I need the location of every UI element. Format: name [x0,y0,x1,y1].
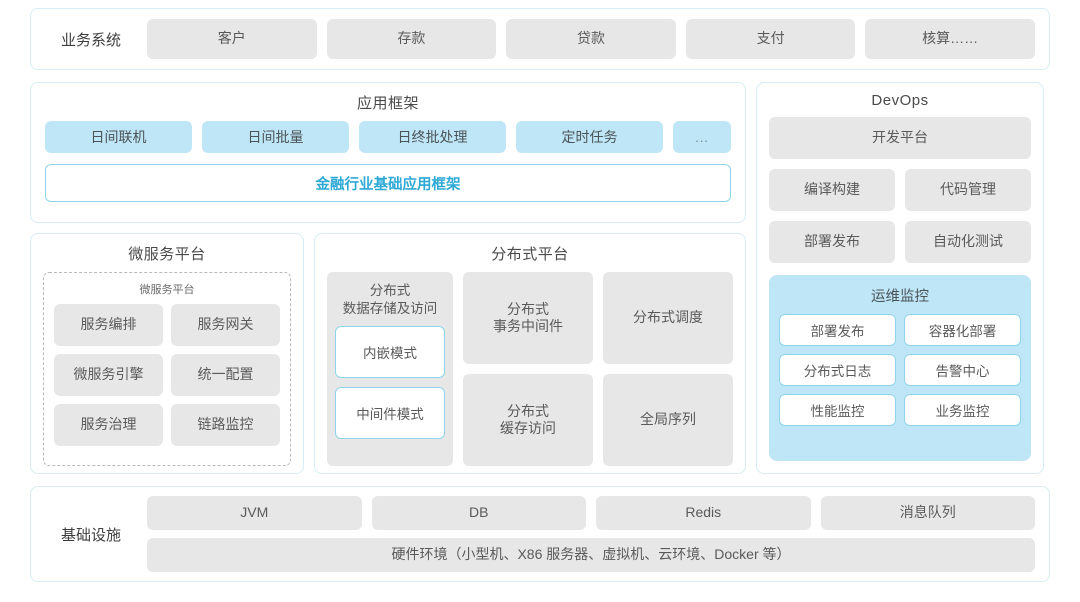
ops-item-rongqihua-bushu[interactable]: 容器化部署 [904,314,1021,346]
microservice-platform-title: 微服务平台 [128,246,206,263]
microservice-item-tongyi-peizhi[interactable]: 统一配置 [171,354,280,396]
distributed-storage-card[interactable]: 分布式 数据存储及访问 内嵌模式 中间件模式 [327,272,453,466]
infrastructure-item-db[interactable]: DB [371,496,586,530]
ops-item-gaojing-zhongxin[interactable]: 告警中心 [904,354,1021,386]
microservice-item-fuwu-bianpai[interactable]: 服务编排 [54,304,163,346]
lower-platforms-row: 微服务平台 微服务平台 服务编排 服务网关 微服务引擎 统一配置 服务治理 链路… [30,233,746,474]
app-framework-chip-row: 日间联机 日间批量 日终批处理 定时任务 ... [45,121,731,153]
distributed-mode-embedded[interactable]: 内嵌模式 [335,326,445,379]
microservice-inner-box: 微服务平台 服务编排 服务网关 微服务引擎 统一配置 服务治理 链路监控 [43,272,291,466]
finance-base-framework-bar[interactable]: 金融行业基础应用框架 [45,164,731,202]
app-chip-rijian-lianji[interactable]: 日间联机 [45,121,192,153]
microservice-platform-panel: 微服务平台 微服务平台 服务编排 服务网关 微服务引擎 统一配置 服务治理 链路… [30,233,304,474]
infrastructure-content: JVM DB Redis 消息队列 硬件环境（小型机、X86 服务器、虚拟机、云… [147,496,1035,572]
app-chip-rizhong-pichuli[interactable]: 日终批处理 [359,121,506,153]
microservice-item-weifuwu-yinqing[interactable]: 微服务引擎 [54,354,163,396]
infrastructure-items-row: JVM DB Redis 消息队列 [147,496,1035,530]
distributed-platform-title: 分布式平台 [491,246,569,263]
distributed-mode-middleware[interactable]: 中间件模式 [335,387,445,440]
hardware-environment-bar[interactable]: 硬件环境（小型机、X86 服务器、虚拟机、云环境、Docker 等） [147,538,1035,572]
microservice-item-fuwu-zhili[interactable]: 服务治理 [54,404,163,446]
distributed-body: 分布式 数据存储及访问 内嵌模式 中间件模式 分布式事务中间件 [327,272,733,466]
devops-dev-platform[interactable]: 开发平台 [769,117,1031,159]
distributed-storage-column: 分布式 数据存储及访问 内嵌模式 中间件模式 [327,272,453,466]
distributed-storage-label: 分布式 数据存储及访问 [343,282,438,317]
app-framework-title: 应用框架 [356,95,419,112]
devops-item-daima-guanli[interactable]: 代码管理 [905,169,1031,211]
distributed-global-sequence[interactable]: 全局序列 [603,374,733,466]
microservice-item-fuwu-wangguan[interactable]: 服务网关 [171,304,280,346]
distributed-platform-panel: 分布式平台 分布式 数据存储及访问 内嵌模式 中间件模式 [314,233,746,474]
app-chip-dingshi-renwu[interactable]: 定时任务 [516,121,663,153]
business-system-panel: 业务系统 客户 存款 贷款 支付 核算…… [30,8,1050,70]
business-system-item-zhifu[interactable]: 支付 [685,19,856,59]
business-system-label: 业务系统 [60,31,121,49]
distributed-storage-label-line2: 数据存储及访问 [342,300,438,316]
business-system-item-cunkuan[interactable]: 存款 [326,19,497,59]
ops-monitoring-title: 运维监控 [871,289,929,305]
distributed-cache-access[interactable]: 分布式缓存访问 [463,374,593,466]
distributed-column-3: 分布式调度 全局序列 [603,272,733,466]
infrastructure-item-message-queue[interactable]: 消息队列 [820,496,1035,530]
infrastructure-item-redis[interactable]: Redis [596,496,811,530]
infrastructure-panel: 基础设施 JVM DB Redis 消息队列 硬件环境（小型机、X86 服务器、… [30,486,1050,582]
devops-column: DevOps 开发平台 编译构建 代码管理 部署发布 自动化测试 运维监控 部署… [756,82,1044,474]
app-chip-more[interactable]: ... [673,121,731,153]
ops-item-xingneng-jiankong[interactable]: 性能监控 [779,394,896,426]
infrastructure-label: 基础设施 [60,526,121,544]
business-system-item-hesuan[interactable]: 核算…… [865,19,1035,59]
microservice-grid: 服务编排 服务网关 微服务引擎 统一配置 服务治理 链路监控 [54,304,280,446]
distributed-cache-access-text: 分布式缓存访问 [500,402,556,437]
devops-item-zidonghua-ceshi[interactable]: 自动化测试 [905,221,1031,263]
middle-area: 应用框架 日间联机 日间批量 日终批处理 定时任务 ... 金融行业基础应用框架… [30,82,1050,474]
hardware-environment-row: 硬件环境（小型机、X86 服务器、虚拟机、云环境、Docker 等） [147,538,1035,572]
microservice-subtitle: 微服务平台 [139,284,195,296]
ops-monitoring-grid: 部署发布 容器化部署 分布式日志 告警中心 性能监控 业务监控 [779,314,1021,426]
devops-panel: DevOps 开发平台 编译构建 代码管理 部署发布 自动化测试 运维监控 部署… [756,82,1044,474]
ops-item-fenbushi-rizhi[interactable]: 分布式日志 [779,354,896,386]
infrastructure-item-jvm[interactable]: JVM [147,496,362,530]
ops-monitoring-panel: 运维监控 部署发布 容器化部署 分布式日志 告警中心 性能监控 业务监控 [769,275,1031,461]
distributed-transaction-middleware[interactable]: 分布式事务中间件 [463,272,593,364]
distributed-scheduling[interactable]: 分布式调度 [603,272,733,364]
ops-item-bushu-fabu[interactable]: 部署发布 [779,314,896,346]
middle-left-column: 应用框架 日间联机 日间批量 日终批处理 定时任务 ... 金融行业基础应用框架… [30,82,746,474]
microservice-item-lianlu-jiankong[interactable]: 链路监控 [171,404,280,446]
devops-item-bianyi-goujian[interactable]: 编译构建 [769,169,895,211]
devops-title: DevOps [871,92,929,109]
devops-item-bushu-fabu[interactable]: 部署发布 [769,221,895,263]
business-system-item-kehu[interactable]: 客户 [147,19,317,59]
app-framework-panel: 应用框架 日间联机 日间批量 日终批处理 定时任务 ... 金融行业基础应用框架 [30,82,746,223]
distributed-transaction-middleware-text: 分布式事务中间件 [493,300,563,335]
distributed-column-2: 分布式事务中间件 分布式缓存访问 [463,272,593,466]
business-system-item-daikuan[interactable]: 贷款 [506,19,676,59]
ops-item-yewu-jiankong[interactable]: 业务监控 [904,394,1021,426]
devops-grid: 编译构建 代码管理 部署发布 自动化测试 [769,169,1031,263]
distributed-storage-label-line1: 分布式 [369,283,411,298]
app-chip-rijian-piliang[interactable]: 日间批量 [202,121,349,153]
